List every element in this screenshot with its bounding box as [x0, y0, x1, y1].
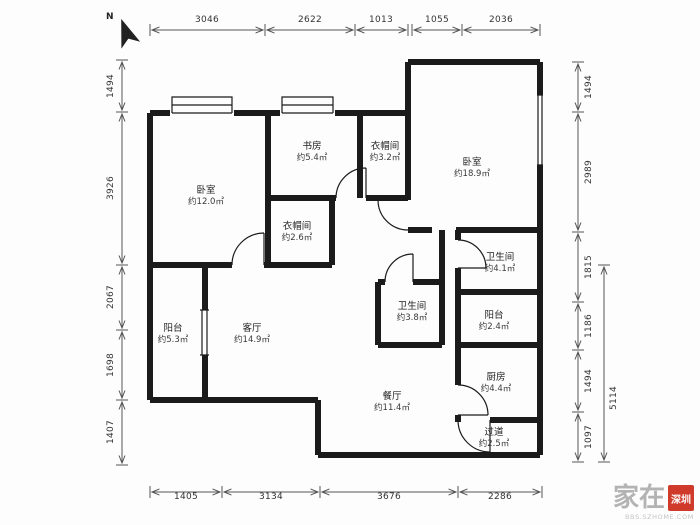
room-name: 卫生间 — [397, 300, 427, 312]
room-area: 约2.4㎡ — [478, 321, 510, 332]
doors — [231, 167, 491, 453]
room-area: 约18.9㎡ — [454, 168, 490, 179]
room-area: 约11.4㎡ — [374, 402, 410, 413]
room-area: 约14.9㎡ — [234, 334, 270, 345]
room-area: 约2.6㎡ — [281, 232, 313, 243]
dim-left-4: 1698 — [106, 352, 116, 378]
room-label-cloak-mid: 衣帽间 约2.6㎡ — [282, 221, 313, 244]
dim-top-4: 1055 — [424, 15, 450, 25]
room-name: 阳台 — [484, 309, 504, 321]
dim-right-1: 1494 — [584, 74, 594, 100]
dim-left-2: 3926 — [106, 175, 116, 201]
dim-right-outer: 5114 — [609, 385, 619, 411]
room-label-bedroom-right: 卧室 约18.9㎡ — [454, 157, 490, 180]
dim-left-1: 1494 — [106, 73, 116, 99]
room-area: 约4.1㎡ — [484, 263, 516, 274]
room-label-kitchen: 厨房 约4.4㎡ — [481, 372, 512, 395]
room-area: 约5.3㎡ — [157, 334, 189, 345]
room-area: 约2.5㎡ — [478, 438, 510, 449]
room-name: 过道 — [484, 426, 504, 438]
dimension-lines — [116, 24, 610, 498]
room-name: 书房 — [302, 140, 322, 152]
watermark-row: 家在 深圳 — [613, 485, 694, 511]
room-label-study: 书房 约5.4㎡ — [297, 141, 328, 164]
dim-right-6: 1097 — [584, 424, 594, 450]
room-name: 阳台 — [163, 322, 183, 334]
room-name: 卧室 — [462, 156, 482, 168]
room-area: 约5.4㎡ — [296, 152, 328, 163]
dim-right-5: 1494 — [584, 368, 594, 394]
north-label: N — [106, 12, 114, 22]
room-label-balcony-right: 阳台 约2.4㎡ — [479, 310, 510, 333]
dim-right-3: 1815 — [584, 254, 594, 280]
room-label-bedroom-left: 卧室 约12.0㎡ — [188, 185, 224, 208]
dim-right-4: 1186 — [584, 313, 594, 339]
dim-top-3: 1013 — [368, 15, 394, 25]
room-name: 厨房 — [486, 371, 506, 383]
watermark: 家在 深圳 BBS.SZHOME.COM — [613, 485, 694, 521]
dim-right-2: 2989 — [584, 159, 594, 185]
room-label-bath-mid: 卫生间 约3.8㎡ — [397, 301, 428, 324]
dim-top-5: 2036 — [488, 15, 514, 25]
dim-bottom-2: 3134 — [258, 492, 284, 502]
room-name: 卫生间 — [485, 251, 515, 263]
north-arrow-icon — [121, 18, 141, 49]
dim-bottom-3: 3676 — [376, 492, 402, 502]
dim-left-3: 2067 — [106, 284, 116, 310]
watermark-caption: BBS.SZHOME.COM — [624, 513, 694, 521]
dim-top-1: 3046 — [194, 15, 220, 25]
room-name: 衣帽间 — [282, 220, 312, 232]
room-label-cloak-top: 衣帽间 约3.2㎡ — [370, 141, 401, 164]
room-area: 约3.8㎡ — [396, 312, 428, 323]
dim-bottom-1: 1405 — [173, 492, 199, 502]
room-name: 卧室 — [196, 184, 216, 196]
room-name: 客厅 — [242, 322, 262, 334]
watermark-brand: 家在 — [612, 483, 665, 513]
room-area: 约12.0㎡ — [188, 196, 224, 207]
windows — [170, 94, 544, 356]
room-area: 约4.4㎡ — [480, 383, 512, 394]
dim-top-2: 2622 — [297, 15, 323, 25]
room-area: 约3.2㎡ — [369, 152, 401, 163]
walls — [147, 59, 543, 458]
room-label-bath-right: 卫生间 约4.1㎡ — [485, 252, 516, 275]
watermark-badge: 深圳 — [668, 485, 694, 511]
room-name: 衣帽间 — [370, 140, 400, 152]
room-label-hallway: 过道 约2.5㎡ — [479, 427, 510, 450]
room-label-dining: 餐厅 约11.4㎡ — [374, 391, 410, 414]
room-label-living: 客厅 约14.9㎡ — [234, 323, 270, 346]
dim-bottom-4: 2286 — [487, 492, 513, 502]
dim-left-5: 1407 — [106, 419, 116, 445]
room-name: 餐厅 — [382, 390, 402, 402]
room-label-balcony-left: 阳台 约5.3㎡ — [158, 323, 189, 346]
